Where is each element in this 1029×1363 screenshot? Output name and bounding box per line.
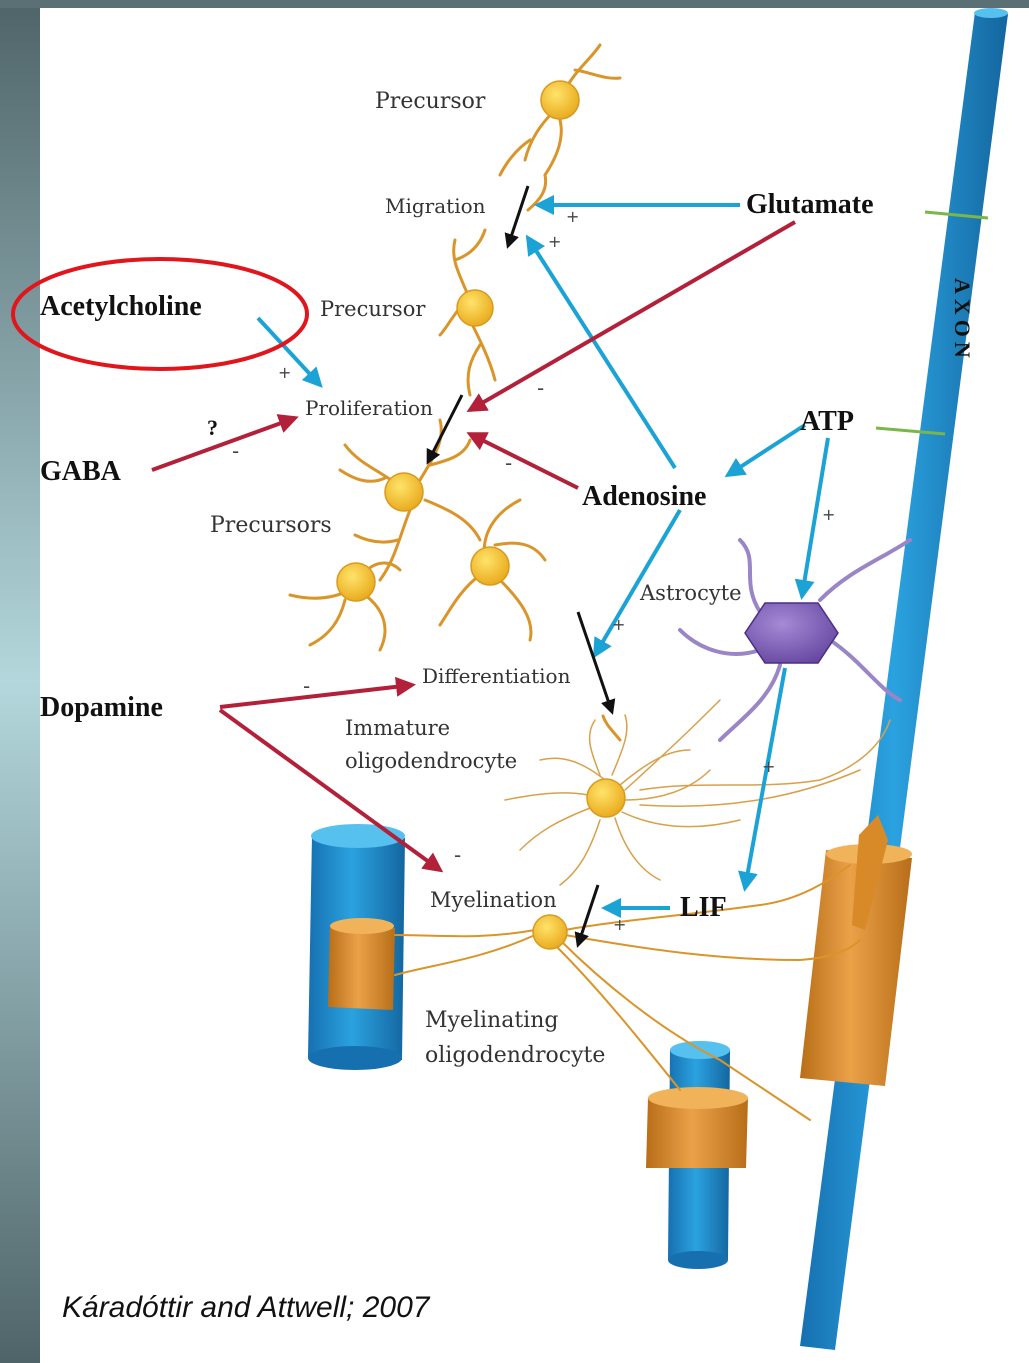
slide-top-bar xyxy=(0,0,1029,8)
label-astrocyte: Astrocyte xyxy=(639,581,742,605)
arrow-adenosine-to-proliferation xyxy=(470,434,578,488)
slide-left-bar xyxy=(0,0,40,1363)
arrow-atp-to-adenosine xyxy=(728,425,805,475)
label-immature-line1: Immature xyxy=(345,716,450,740)
minus-sign: - xyxy=(232,439,239,463)
citation: Káradóttir and Attwell; 2007 xyxy=(62,1291,431,1324)
label-acetylcholine: Acetylcholine xyxy=(40,291,202,322)
label-precursor-top: Precursor xyxy=(375,89,486,114)
label-atp: ATP xyxy=(800,406,854,437)
label-migration: Migration xyxy=(385,194,486,218)
label-gaba-question: ? xyxy=(207,415,218,440)
axon-label: AXON xyxy=(950,278,975,363)
label-myelinating-line2: oligodendrocyte xyxy=(425,1043,605,1068)
plus-sign: + xyxy=(613,915,626,934)
label-immature-line2: oligodendrocyte xyxy=(345,749,517,773)
plus-sign: + xyxy=(612,615,625,634)
label-lif: LIF xyxy=(680,892,727,923)
myelin-sheath-main xyxy=(800,815,912,1086)
plus-sign: + xyxy=(762,757,775,776)
arrow-proliferation-step xyxy=(428,395,462,462)
arrow-astrocyte-to-lif xyxy=(745,668,785,888)
arrow-dopamine-to-differentiation xyxy=(220,685,412,707)
precursor-cell-mid xyxy=(440,230,495,395)
label-gaba: GABA xyxy=(40,456,122,487)
minus-sign: - xyxy=(303,674,310,698)
astrocyte-cell xyxy=(680,540,910,740)
label-proliferation: Proliferation xyxy=(305,396,433,420)
plus-sign: + xyxy=(548,232,561,251)
label-dopamine: Dopamine xyxy=(40,692,163,723)
label-precursor-mid: Precursor xyxy=(320,297,426,321)
plus-sign: + xyxy=(566,207,579,226)
label-precursors: Precursors xyxy=(210,513,332,538)
myelin-sheath-small xyxy=(646,1087,748,1168)
plus-sign: + xyxy=(278,363,291,382)
label-adenosine: Adenosine xyxy=(582,481,706,512)
arrow-differentiation-step xyxy=(578,612,612,712)
label-differentiation: Differentiation xyxy=(422,664,571,688)
label-glutamate: Glutamate xyxy=(746,189,874,220)
svg-text:AXON: AXON xyxy=(950,278,975,363)
minus-sign: - xyxy=(505,451,512,475)
arrow-adenosine-to-migration xyxy=(528,238,675,468)
minus-sign: - xyxy=(537,376,544,400)
label-myelination: Myelination xyxy=(430,888,557,912)
minus-sign: - xyxy=(454,843,461,867)
arrow-gaba-to-proliferation xyxy=(152,418,295,470)
arrow-migration-step xyxy=(508,186,528,246)
plus-sign: + xyxy=(822,505,835,524)
arrow-myelination-step xyxy=(578,885,598,945)
precursor-cell-top xyxy=(500,45,620,210)
process-arrows xyxy=(428,186,612,945)
arrow-glutamate-to-proliferation xyxy=(470,222,795,410)
myelin-sheath-left xyxy=(328,918,395,1010)
label-myelinating-line1: Myelinating xyxy=(425,1008,558,1033)
